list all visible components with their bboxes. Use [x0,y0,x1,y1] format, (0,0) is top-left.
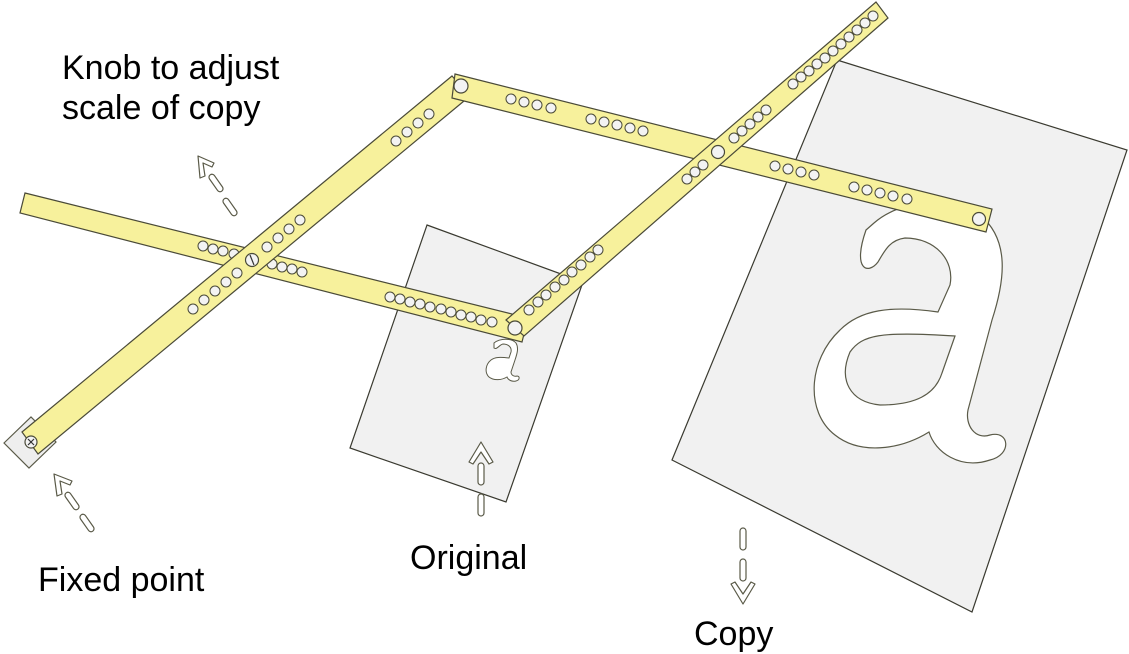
fixed-point-arrow-icon [53,473,95,533]
copy-letter-a [813,201,1007,464]
knob-label: Knob to adjust scale of copy [62,48,279,128]
top-pivot-icon [453,78,469,94]
knob-label-line-1: Knob to adjust [62,49,280,87]
knob-label-line-2: scale of copy [62,89,261,127]
copy-arrow-icon [730,527,756,605]
original-letter-a [485,338,520,382]
middle-pivot-icon [710,144,726,160]
arm-lower[interactable] [19,192,529,343]
tracer-pivot-icon [507,320,523,336]
knob-arrow-icon [197,155,238,217]
original-paper [349,224,584,503]
copy-label: Copy [694,615,774,653]
original-arrow-icon [468,441,494,517]
scale-adjust-knob-icon[interactable] [244,252,260,268]
pen-pivot-icon [971,211,987,227]
fixed-point-label: Fixed point [38,561,205,599]
original-label: Original [410,539,528,577]
fixed-point-pin-icon [24,435,38,449]
